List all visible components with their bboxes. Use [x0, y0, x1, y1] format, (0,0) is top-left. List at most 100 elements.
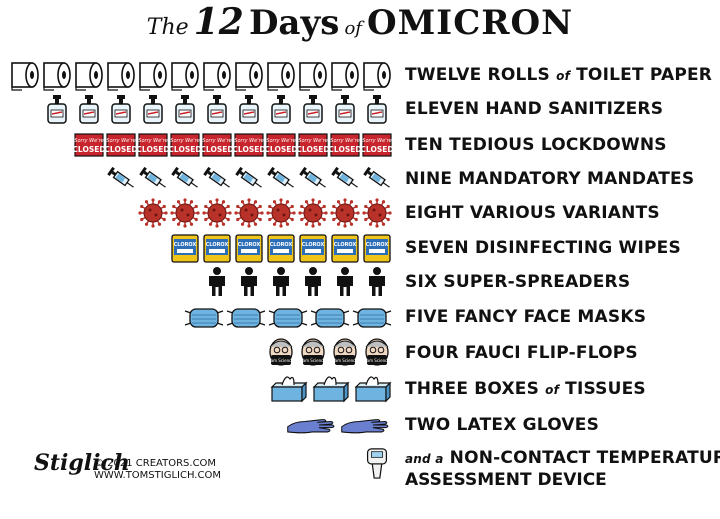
tissue-box-icon — [312, 376, 350, 403]
label-main: TWO LATEX GLOVES — [405, 415, 600, 435]
verse-label: TWELVE ROLLS of TOILET PAPER — [405, 65, 712, 85]
verse-label-line2: ASSESSMENT DEVICE — [405, 470, 607, 490]
svg-text:CLOROX: CLOROX — [206, 242, 229, 248]
face-mask-icon — [310, 308, 350, 328]
closed-sign-icon: Sorry We're CLOSED — [266, 133, 296, 157]
disinfecting-wipes-icon: CLOROX — [171, 234, 199, 263]
verse-row: Sorry We're CLOSED Sorry We're CLOSED So… — [0, 128, 720, 162]
svg-text:Sorry We're: Sorry We're — [234, 138, 263, 144]
toilet-paper-icon — [107, 62, 135, 91]
title-of: of — [344, 18, 362, 39]
verse-row: ELEVEN HAND SANITIZERS — [0, 92, 720, 126]
closed-sign-icon: Sorry We're CLOSED — [74, 133, 104, 157]
icon-group: Sorry We're CLOSED Sorry We're CLOSED So… — [74, 128, 392, 162]
tissue-box-icon — [270, 376, 308, 403]
svg-text:Sorry We're: Sorry We're — [362, 138, 391, 144]
svg-text:Sorry We're: Sorry We're — [170, 138, 199, 144]
icon-group — [268, 372, 392, 406]
hand-sanitizer-icon — [303, 95, 323, 124]
svg-text:CLOROX: CLOROX — [334, 242, 357, 248]
toilet-paper-icon — [11, 62, 39, 91]
thermometer-gun-icon — [366, 448, 388, 479]
svg-text:Sorry We're: Sorry We're — [266, 138, 295, 144]
closed-sign-icon: Sorry We're CLOSED — [202, 133, 232, 157]
virus-icon — [138, 198, 168, 228]
syringe-icon — [107, 166, 134, 188]
closed-sign-icon: Sorry We're CLOSED — [330, 133, 360, 157]
latex-glove-icon — [341, 419, 389, 434]
fauci-face-icon: I am Science — [268, 338, 294, 366]
svg-text:CLOROX: CLOROX — [270, 242, 293, 248]
svg-text:CLOSED: CLOSED — [138, 145, 168, 154]
toilet-paper-icon — [75, 62, 103, 91]
label-main: EIGHT VARIOUS VARIANTS — [405, 203, 660, 223]
face-mask-icon — [352, 308, 392, 328]
toilet-paper-icon — [171, 62, 199, 91]
closed-sign-icon: Sorry We're CLOSED — [362, 133, 392, 157]
person-icon — [241, 267, 257, 296]
hand-sanitizer-icon — [143, 95, 163, 124]
title-days: Days — [248, 3, 340, 43]
hand-sanitizer-icon — [239, 95, 259, 124]
verse-label: SIX SUPER-SPREADERS — [405, 272, 630, 292]
svg-text:CLOSED: CLOSED — [106, 145, 136, 154]
svg-text:CLOSED: CLOSED — [170, 145, 200, 154]
closed-sign-icon: Sorry We're CLOSED — [138, 133, 168, 157]
toilet-paper-icon — [139, 62, 167, 91]
closed-sign-icon: Sorry We're CLOSED — [234, 133, 264, 157]
toilet-paper-icon — [235, 62, 263, 91]
syringe-icon — [171, 166, 198, 188]
toilet-paper-icon — [363, 62, 391, 91]
hand-sanitizer-icon — [367, 95, 387, 124]
label-connector: and a — [405, 452, 444, 466]
svg-text:CLOSED: CLOSED — [266, 145, 296, 154]
icon-group — [184, 300, 392, 334]
verse-label: SEVEN DISINFECTING WIPES — [405, 238, 681, 258]
toilet-paper-icon — [203, 62, 231, 91]
face-mask-icon — [268, 308, 308, 328]
verse-row: FIVE FANCY FACE MASKS — [0, 300, 720, 334]
copyright-text: © 2021 CREATORS.COM — [94, 458, 217, 469]
icon-group — [138, 196, 392, 230]
virus-icon — [362, 198, 392, 228]
verse-row: THREE BOXES of TISSUES — [0, 372, 720, 406]
syringe-icon — [299, 166, 326, 188]
disinfecting-wipes-icon: CLOROX — [235, 234, 263, 263]
person-icon — [369, 267, 385, 296]
label-main: NON-CONTACT TEMPERATURE — [449, 448, 720, 468]
svg-text:Sorry We're: Sorry We're — [330, 138, 359, 144]
svg-text:CLOROX: CLOROX — [366, 242, 389, 248]
icon-group: CLOROX CLOROX CLOROX CLOROX CLOROX CLORO… — [170, 231, 392, 265]
hand-sanitizer-icon — [207, 95, 227, 124]
verse-label: TEN TEDIOUS LOCKDOWNS — [405, 135, 667, 155]
disinfecting-wipes-icon: CLOROX — [203, 234, 231, 263]
artist-signature: Stiglich — [34, 450, 130, 476]
website-text: WWW.TOMSTIGLICH.COM — [94, 470, 221, 481]
verse-label: THREE BOXES of TISSUES — [405, 379, 646, 399]
verse-row: I am Science I am Science I am Science I… — [0, 336, 720, 370]
label-main: FOUR FAUCI FLIP-FLOPS — [405, 343, 638, 363]
svg-text:I am Science: I am Science — [268, 358, 294, 363]
copyright-block: © 2021 CREATORS.COM WWW.TOMSTIGLICH.COM — [94, 458, 221, 482]
virus-icon — [202, 198, 232, 228]
label-rest: TISSUES — [565, 379, 646, 399]
verse-row: TWELVE ROLLS of TOILET PAPER — [0, 58, 720, 92]
svg-text:CLOSED: CLOSED — [202, 145, 232, 154]
person-icon — [209, 267, 225, 296]
svg-text:CLOROX: CLOROX — [302, 242, 325, 248]
icon-group — [362, 446, 392, 480]
hand-sanitizer-icon — [79, 95, 99, 124]
label-main: TWELVE ROLLS — [405, 65, 550, 85]
verse-row: NINE MANDATORY MANDATES — [0, 162, 720, 196]
label-main: TEN TEDIOUS LOCKDOWNS — [405, 135, 667, 155]
svg-text:CLOROX: CLOROX — [238, 242, 261, 248]
verse-label: ELEVEN HAND SANITIZERS — [405, 99, 663, 119]
label-rest: TOILET PAPER — [576, 65, 713, 85]
title-omicron: OMICRON — [367, 3, 574, 43]
verse-label: EIGHT VARIOUS VARIANTS — [405, 203, 660, 223]
disinfecting-wipes-icon: CLOROX — [267, 234, 295, 263]
tissue-box-icon — [354, 376, 392, 403]
title-the: The — [146, 15, 189, 40]
syringe-icon — [363, 166, 390, 188]
hand-sanitizer-icon — [271, 95, 291, 124]
